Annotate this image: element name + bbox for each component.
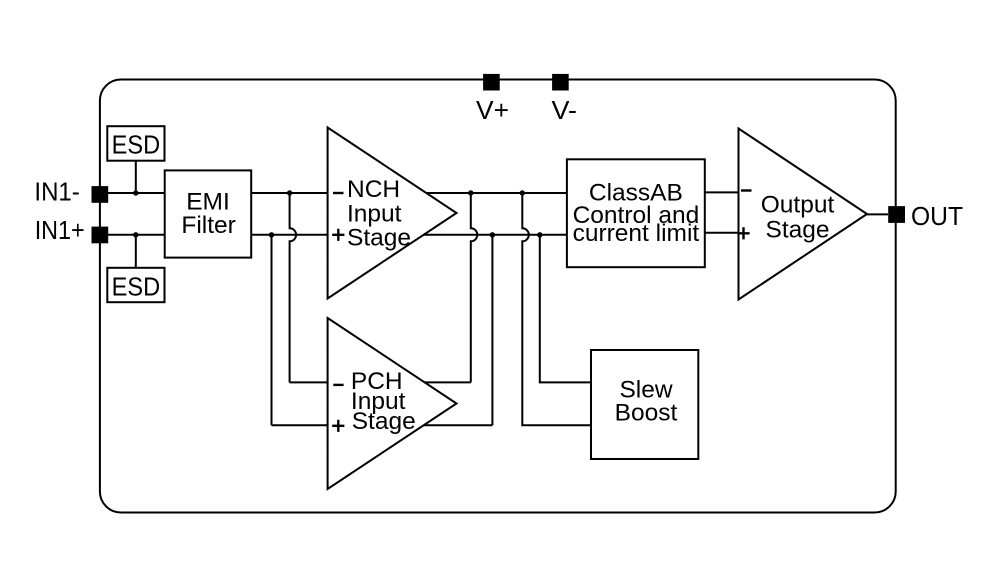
svg-text:Input: Input	[347, 200, 402, 227]
svg-text:PCH: PCH	[351, 368, 403, 395]
svg-text:NCH: NCH	[347, 176, 400, 203]
svg-text:Output: Output	[761, 192, 835, 219]
svg-text:Boost: Boost	[615, 400, 678, 427]
svg-text:Control and: Control and	[573, 202, 700, 229]
svg-text:current limit: current limit	[573, 220, 700, 247]
svg-text:V-: V-	[552, 95, 578, 125]
svg-text:Stage: Stage	[765, 217, 829, 244]
svg-text:OUT: OUT	[911, 201, 963, 231]
svg-text:Stage: Stage	[347, 225, 411, 252]
svg-text:Stage: Stage	[352, 408, 416, 435]
svg-text:IN1-: IN1-	[34, 177, 79, 207]
svg-text:Filter: Filter	[181, 212, 235, 239]
svg-text:ESD: ESD	[112, 274, 161, 302]
svg-text:ClassAB: ClassAB	[589, 179, 683, 206]
svg-text:ESD: ESD	[112, 132, 161, 160]
svg-text:EMI: EMI	[186, 189, 230, 216]
svg-text:V+: V+	[476, 95, 509, 125]
svg-text:IN1+: IN1+	[35, 215, 85, 245]
svg-text:Slew: Slew	[619, 377, 672, 404]
svg-text:Input: Input	[351, 388, 406, 415]
